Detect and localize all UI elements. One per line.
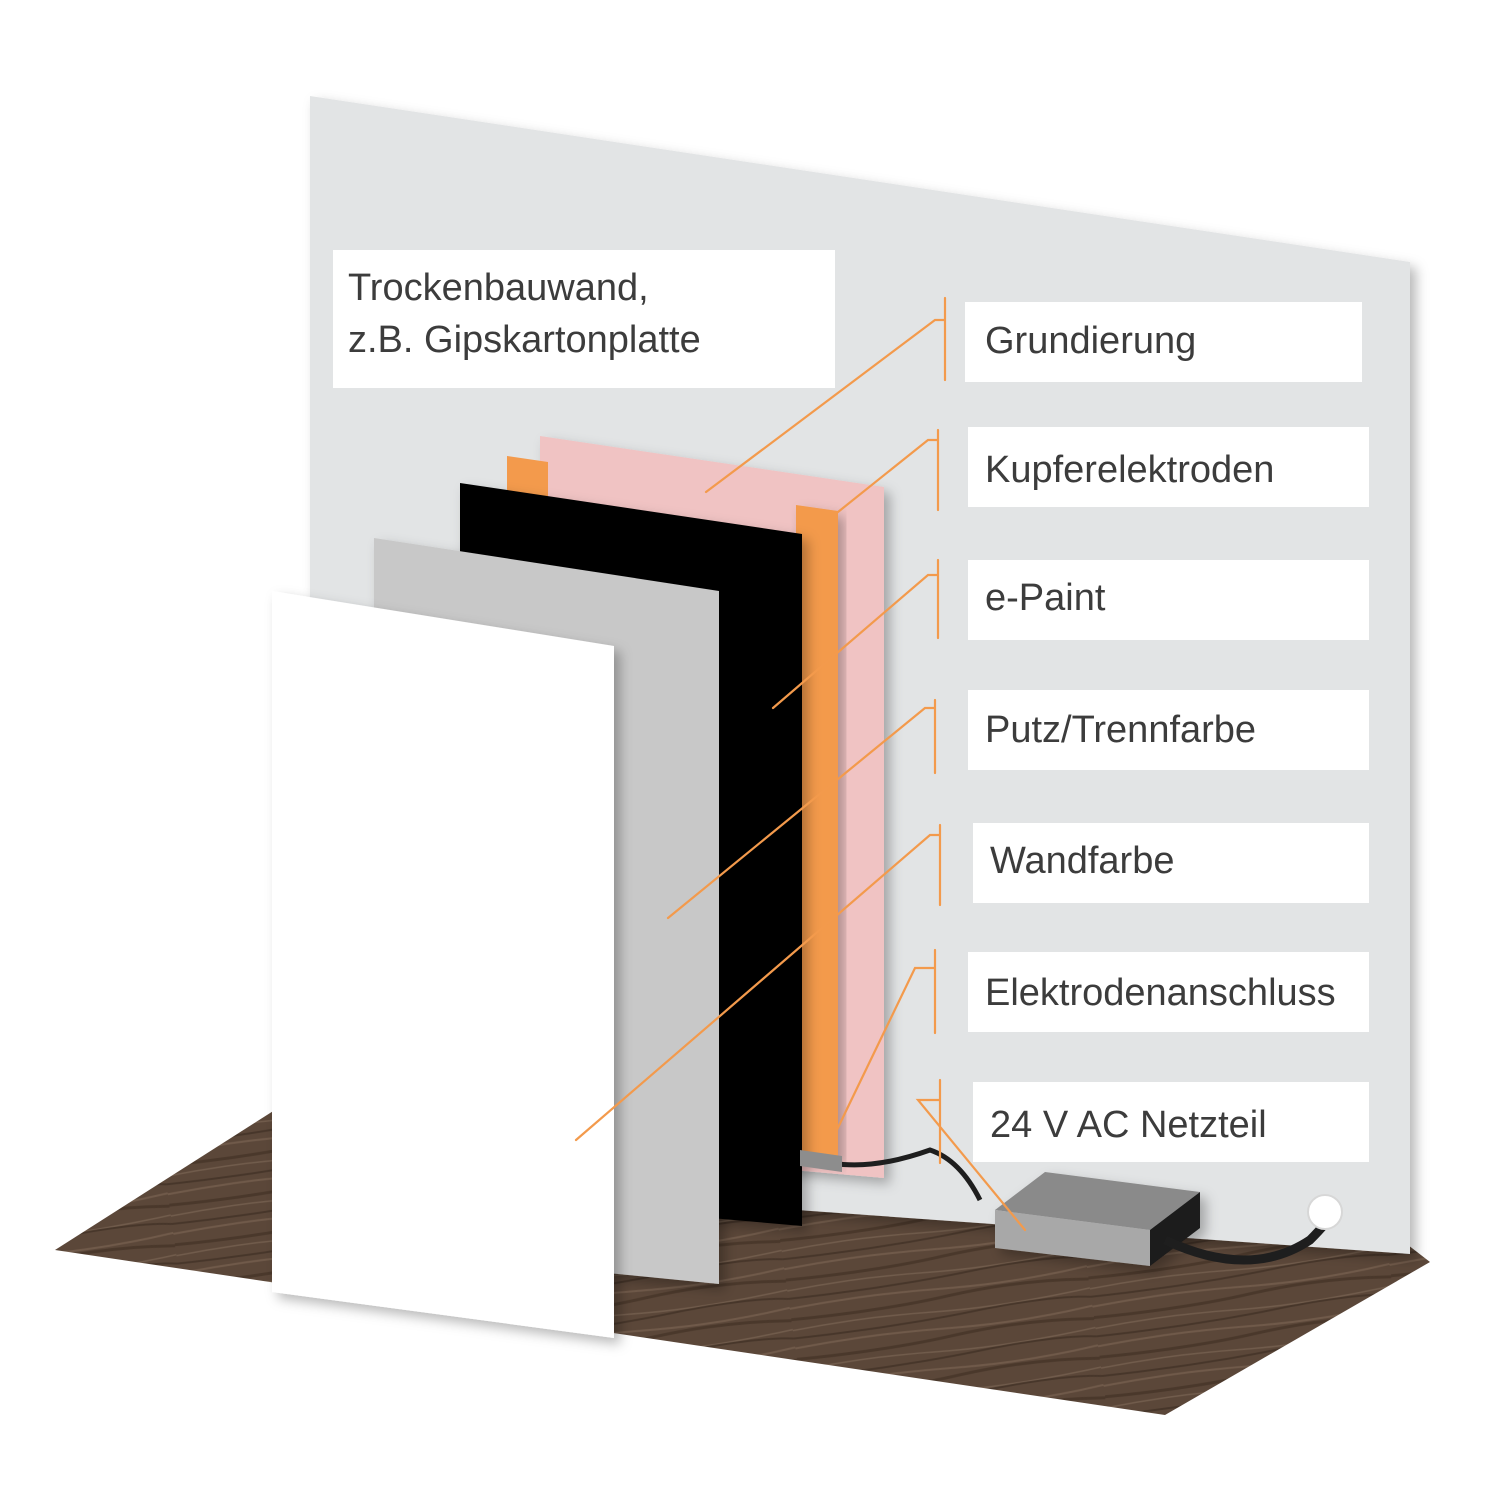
drywall-label-line2: z.B. Gipskartonplatte	[348, 319, 701, 361]
label-text-anschluss: Elektrodenanschluss	[985, 972, 1336, 1014]
label-text-kupfer: Kupferelektroden	[985, 449, 1274, 491]
leader-lines	[574, 296, 1027, 1232]
label-text-putz: Putz/Trennfarbe	[985, 709, 1256, 751]
label-box-kupfer	[968, 427, 1369, 507]
drywall-label: Trockenbauwand, z.B. Gipskartonplatte	[333, 250, 835, 388]
label-box-netzteil	[973, 1082, 1369, 1162]
label-box-anschluss	[968, 952, 1369, 1032]
label-grundierung: Grundierung	[965, 302, 1362, 382]
label-box-wandfarbe	[973, 823, 1369, 903]
label-box-epaint	[968, 560, 1369, 640]
label-kupfer: Kupferelektroden	[968, 427, 1369, 507]
label-wandfarbe: Wandfarbe	[973, 823, 1369, 903]
label-box-putz	[968, 690, 1369, 770]
leader-line-putz	[666, 698, 937, 920]
label-text-netzteil: 24 V AC Netzteil	[990, 1104, 1267, 1146]
power-supply	[995, 1172, 1200, 1266]
wandfarbe-layer	[272, 591, 614, 1338]
leader-line-anschluss	[831, 948, 937, 1140]
label-text-grundierung: Grundierung	[985, 320, 1196, 362]
leader-line-wandfarbe	[574, 823, 942, 1142]
kupfer-strip-right	[796, 505, 838, 1160]
leader-line-netzteil	[915, 1078, 1027, 1232]
label-anschluss: Elektrodenanschluss	[968, 952, 1369, 1032]
leader-line-kupfer	[836, 428, 940, 514]
label-putz: Putz/Trennfarbe	[968, 690, 1369, 770]
drywall-label-line1: Trockenbauwand,	[348, 267, 649, 309]
electrode-connector	[800, 1150, 842, 1172]
wall-socket	[1307, 1194, 1343, 1230]
leader-line-grundierung	[704, 296, 947, 494]
label-netzteil: 24 V AC Netzteil	[973, 1082, 1369, 1162]
label-epaint: e-Paint	[968, 560, 1369, 640]
label-text-epaint: e-Paint	[985, 577, 1106, 619]
label-box-grundierung	[965, 302, 1362, 382]
label-text-wandfarbe: Wandfarbe	[990, 840, 1174, 882]
leader-line-epaint	[771, 558, 940, 710]
